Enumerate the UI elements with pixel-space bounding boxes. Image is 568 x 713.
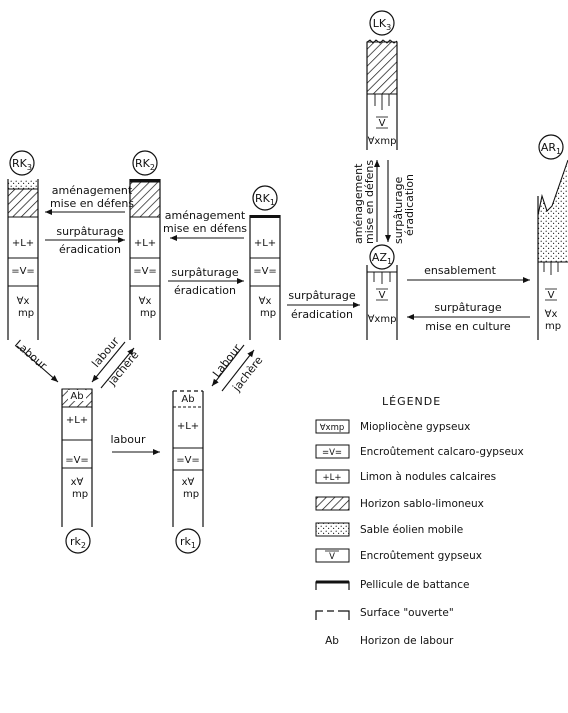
profile-rk3-limon: +L+ <box>12 238 34 249</box>
legend-symbol: =V= <box>322 448 342 458</box>
profile-rk1-lower: Ab +L+ =V= x∀ mp rk1 <box>173 391 203 553</box>
transition-rk3-rk2l: Labour <box>12 337 58 382</box>
profile-rk3-name: RK3 <box>12 157 32 172</box>
profile-rk2l-limon: +L+ <box>66 415 88 426</box>
profile-rk1-mp: mp <box>260 308 276 319</box>
profile-rk1l-mp: mp <box>183 489 199 500</box>
arrow-label: mise en culture <box>425 320 511 333</box>
profile-rk1: RK1 +L+ =V= ∀x mp <box>250 186 280 340</box>
profile-rk1-name: RK1 <box>255 192 275 207</box>
legend: LÉGENDE ∀xmp Miopliocène gypseux =V= Enc… <box>316 395 524 647</box>
arrow-label: surpâturage <box>171 266 238 279</box>
profile-az1-mio: ∀xmp <box>368 314 397 325</box>
transition-rk1-rk1l: Labour jachère <box>210 341 265 394</box>
arrow-label: aménagement <box>165 209 246 222</box>
arrow-label: éradication <box>59 243 121 256</box>
legend-label: Pellicule de battance <box>360 579 469 591</box>
arrow-label: aménagement <box>52 184 133 197</box>
legend-symbol: +L+ <box>323 473 342 483</box>
profile-rk2l-mp: mp <box>72 489 88 500</box>
profile-rk1l-limon: +L+ <box>177 421 199 432</box>
profile-rk2-name: RK2 <box>135 157 155 172</box>
transition-rk1-az1: surpâturage éradication <box>287 289 360 321</box>
arrow-label: éradication <box>403 174 416 236</box>
profile-rk1l-ab: Ab <box>181 394 194 405</box>
profile-ar1: AR1 V ∀x mp <box>538 135 568 340</box>
profile-rk2-mp: mp <box>140 308 156 319</box>
legend-label: Horizon sablo-limoneux <box>360 498 484 510</box>
profile-rk2-mio: ∀x <box>139 296 152 307</box>
profile-lk3-name: LK3 <box>373 17 391 32</box>
profile-az1: AZ1 V ∀xmp <box>367 245 397 340</box>
arrow-label: éradication <box>291 308 353 321</box>
profile-rk3-encr: =V= <box>11 266 35 277</box>
profile-ar1-gyps: V <box>548 290 555 301</box>
legend-label: Horizon de labour <box>360 635 454 647</box>
legend-label: Surface "ouverte" <box>360 607 454 619</box>
profile-rk2: RK2 +L+ =V= ∀x mp <box>130 151 160 340</box>
profile-lk3-mio: ∀xmp <box>368 136 397 147</box>
legend-title: LÉGENDE <box>382 395 441 408</box>
profile-az1-name: AZ1 <box>372 251 392 266</box>
transition-rk2l-rk1l: labour <box>110 433 160 452</box>
profile-rk1l-encr: =V= <box>176 455 200 466</box>
profile-rk1-limon: +L+ <box>254 238 276 249</box>
arrow-label: mise en défens <box>163 222 247 235</box>
legend-label: Sable éolien mobile <box>360 524 463 536</box>
legend-label: Encroûtement calcaro-gypseux <box>360 446 524 458</box>
legend-swatch-hatch <box>316 497 349 510</box>
profile-rk2-hatch <box>130 182 160 217</box>
profile-rk2-lower: Ab +L+ =V= x∀ mp rk2 <box>62 389 92 553</box>
profile-rk2l-encr: =V= <box>65 455 89 466</box>
arrow-label: surpâturage <box>56 225 123 238</box>
transition-rk2-rk2l: labour jachère <box>89 334 141 388</box>
profile-rk3-hatch <box>8 189 38 217</box>
profile-rk3: RK3 +L+ =V= ∀x mp <box>8 151 38 340</box>
profile-rk1l-name: rk1 <box>180 535 196 550</box>
arrow-label: surpâturage <box>288 289 355 302</box>
profile-rk3-sand <box>8 179 38 189</box>
profile-lk3-hatch <box>367 42 397 94</box>
profile-ar1-mio: ∀x <box>545 309 558 320</box>
arrow-label: mise en défens <box>50 197 134 210</box>
profile-ar1-mp: mp <box>545 321 561 332</box>
transition-rk1-rk2: aménagement mise en défens surpâturage é… <box>163 209 247 297</box>
arrow-label: Labour <box>12 337 50 372</box>
legend-label: Miopliocène gypseux <box>360 421 470 433</box>
profile-lk3: LK3 V ∀xmp <box>367 11 397 150</box>
transition-az1-lk3: aménagement mise en défens surpâturage é… <box>352 160 416 244</box>
legend-symbol: V <box>329 552 335 562</box>
arrow-label: ensablement <box>424 264 496 277</box>
profile-lk3-gyps: V <box>379 118 386 129</box>
legend-symbol: ∀xmp <box>320 423 345 433</box>
legend-label: Limon à nodules calcaires <box>360 471 496 483</box>
profile-rk1l-mio: x∀ <box>182 477 195 488</box>
profile-ar1-sand <box>538 160 568 262</box>
profile-rk3-mp: mp <box>18 308 34 319</box>
profile-rk2l-name: rk2 <box>70 535 86 550</box>
profile-ar1-name: AR1 <box>541 141 561 156</box>
profile-rk2l-mio: x∀ <box>71 477 84 488</box>
profile-rk1-encr: =V= <box>253 266 277 277</box>
profile-rk3-mio: ∀x <box>17 296 30 307</box>
profile-az1-gyps: V <box>379 290 386 301</box>
legend-swatch-dots <box>316 523 349 536</box>
arrow-label: mise en défens <box>363 160 376 244</box>
legend-swatch-open <box>316 611 349 620</box>
profile-rk2l-ab: Ab <box>70 391 83 402</box>
profile-rk1-mio: ∀x <box>259 296 272 307</box>
arrow-label: éradication <box>174 284 236 297</box>
legend-label: Encroûtement gypseux <box>360 550 482 562</box>
arrow-label: surpâturage <box>434 301 501 314</box>
transition-az1-ar1: ensablement surpâturage mise en culture <box>407 264 530 333</box>
transition-rk2-rk3: aménagement mise en défens surpâturage é… <box>45 184 134 256</box>
profile-rk2-encr: =V= <box>133 266 157 277</box>
arrow-label: labour <box>110 433 145 446</box>
legend-symbol: Ab <box>325 635 339 647</box>
profile-rk2-limon: +L+ <box>134 238 156 249</box>
